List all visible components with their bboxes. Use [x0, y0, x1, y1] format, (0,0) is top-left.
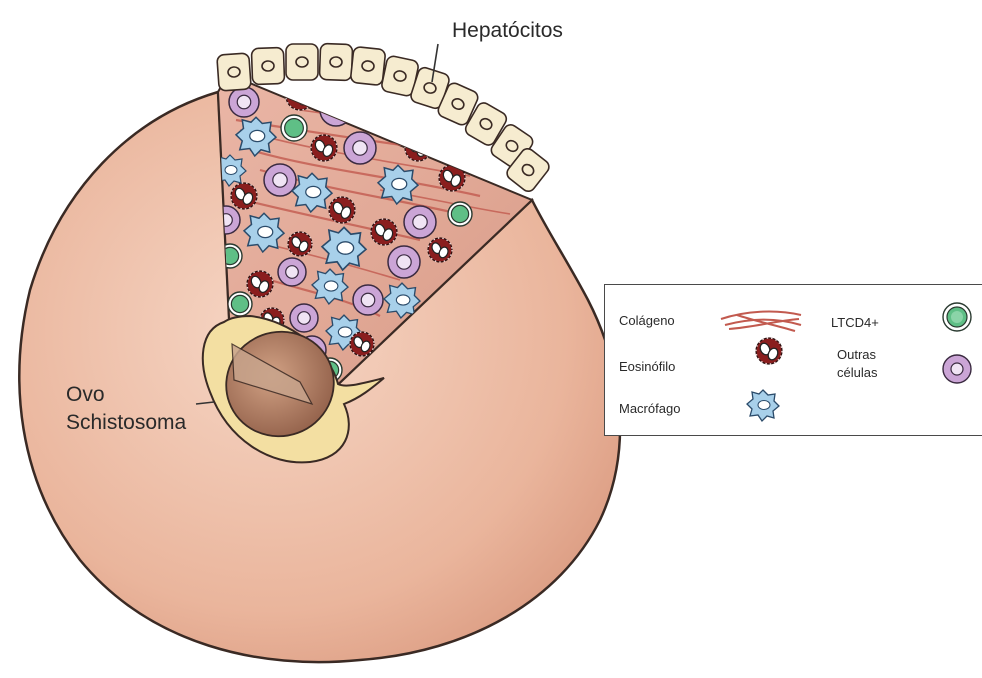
legend-cd4-label: LTCD4+	[831, 315, 879, 331]
cd4-cell	[448, 202, 472, 226]
eosinophil-cell	[247, 271, 273, 297]
other-cell	[353, 285, 383, 315]
other-cells-swatch	[943, 355, 971, 383]
eosinophil-cell	[329, 197, 355, 223]
cd4-cell	[228, 292, 252, 316]
legend-other-label-line2: células	[837, 365, 877, 381]
collagen-swatch	[721, 312, 801, 331]
other-cell	[320, 94, 352, 126]
macrophage-cell	[292, 173, 332, 212]
other-cell	[404, 206, 436, 238]
eosinophil-swatch	[756, 338, 782, 364]
cd4-cell-swatch	[943, 303, 971, 331]
legend-eosinophil-label: Eosinófilo	[619, 359, 675, 375]
eosinophil-cell	[350, 332, 374, 356]
other-cell	[388, 246, 420, 278]
other-cell	[264, 164, 296, 196]
egg-label-line2: Schistosoma	[66, 410, 186, 436]
cd4-cell	[281, 115, 307, 141]
macrophage-cell	[236, 117, 276, 156]
eosinophil-cell	[288, 232, 312, 256]
other-cell	[278, 258, 306, 286]
other-cell	[344, 132, 376, 164]
other-cell	[290, 304, 318, 332]
egg-label-line1: Ovo	[66, 382, 105, 408]
eosinophil-cell	[439, 165, 465, 191]
other-cell	[229, 87, 259, 117]
cd4-cell	[354, 92, 378, 116]
hepatocyte-cell	[319, 43, 352, 80]
eosinophil-cell	[428, 238, 452, 262]
eosinophil-cell	[371, 219, 397, 245]
macrophage-cell	[378, 165, 418, 204]
hepatocyte-cell	[251, 47, 284, 84]
legend-collagen-label: Colágeno	[619, 313, 675, 329]
eosinophil-cell	[231, 183, 257, 209]
legend: Colágeno Eosinófilo Macrófago LTCD4+ Out…	[604, 284, 982, 436]
legend-macrophage-label: Macrófago	[619, 401, 680, 417]
hepatocyte-cell	[217, 53, 251, 91]
macrophage-cell	[322, 227, 366, 270]
eosinophil-cell	[311, 135, 337, 161]
hepatocyte-cell	[350, 46, 386, 85]
macrophage-cell	[244, 213, 284, 252]
macrophage-cell	[312, 269, 348, 304]
eosinophil-cell	[286, 82, 314, 110]
macrophage-swatch	[747, 390, 779, 421]
hepatocytes-label: Hepatócitos	[452, 18, 563, 44]
hepatocyte-cell	[286, 44, 318, 80]
legend-other-label-line1: Outras	[837, 347, 876, 363]
